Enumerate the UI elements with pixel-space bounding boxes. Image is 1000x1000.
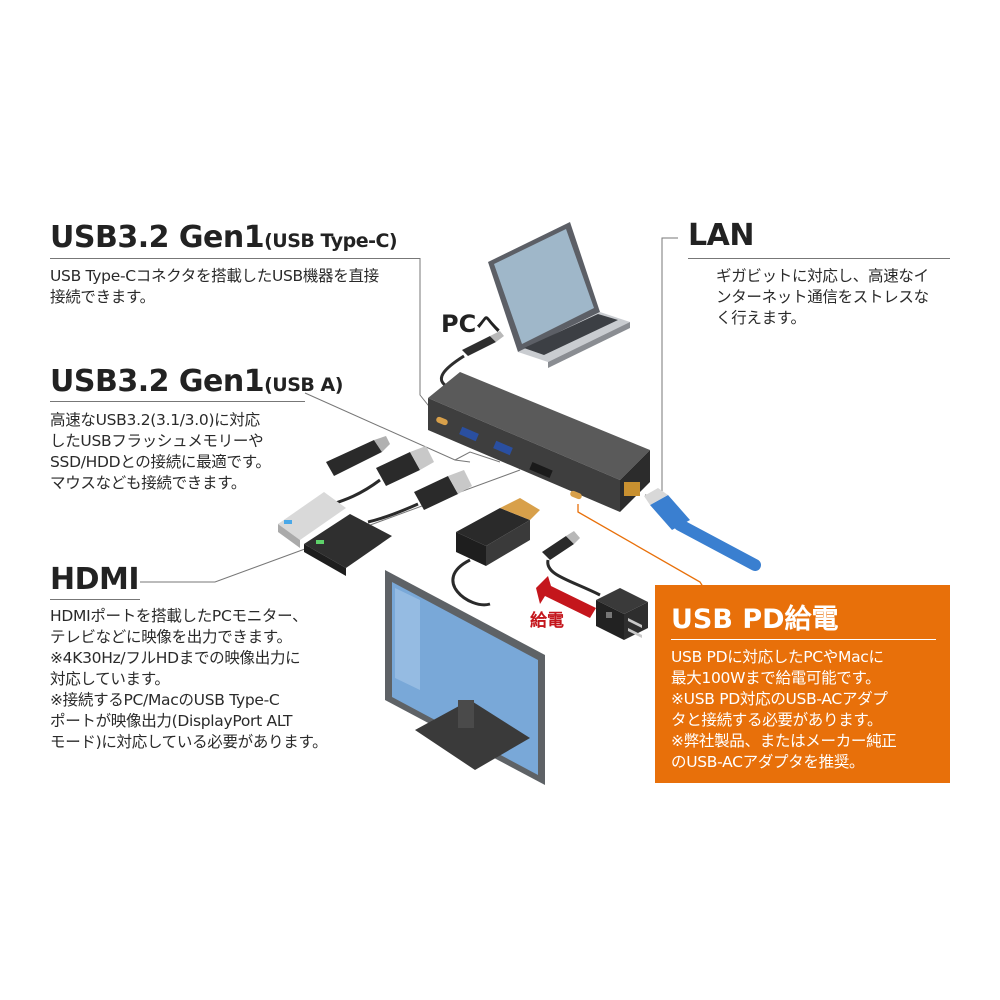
usb-pd-info-box: USB PD給電 USB PDに対応したPCやMacに 最大100Wまで給電可能… (655, 585, 950, 783)
laptop-icon (488, 222, 630, 368)
usb-c-leader-line (419, 258, 433, 411)
usb-pd-description: USB PDに対応したPCやMacに 最大100Wまで給電可能です。 ※USB … (671, 648, 897, 771)
usb-a-section-title: USB3.2 Gen1(USB A) (50, 364, 343, 399)
hdmi-description: HDMIポートを搭載したPCモニター、 テレビなどに映像を出力できます。 ※4K… (50, 607, 328, 751)
usb-a-title: USB3.2 Gen1 (50, 364, 265, 399)
hdmi-leader-line (140, 469, 521, 583)
usb-c-pd-port (570, 490, 582, 500)
usb-a-title-rule (50, 401, 305, 402)
power-feed-arrow-icon (536, 576, 596, 618)
power-feed-label: 給電 (530, 611, 564, 631)
pc-monitor-icon (385, 570, 545, 785)
usb-a-description: 高速なUSB3.2(3.1/3.0)に対応 したUSBフラッシュメモリーや SS… (50, 411, 271, 492)
lan-section-title: LAN (688, 218, 754, 253)
hdmi-plug-icon (451, 498, 540, 607)
usb-pd-title-rule (671, 639, 936, 640)
usb-flash-drive-icon (326, 436, 390, 476)
usb-c-section-title: USB3.2 Gen1(USB Type-C) (50, 220, 398, 255)
usb-c-description: USB Type-Cコネクタを搭載したUSB機器を直接 接続できます。 (50, 267, 379, 306)
hdmi-title-rule (50, 599, 140, 600)
hdmi-port (529, 462, 553, 478)
usb-c-subtitle: (USB Type-C) (264, 230, 398, 252)
portable-ssd-icon (278, 492, 346, 548)
usb-a-subtitle: (USB A) (264, 374, 343, 396)
to-pc-label: PCへ (441, 310, 501, 338)
usb-a-port (459, 426, 479, 442)
lan-description: ギガビットに対応し、高速なイ ンターネット通信をストレスな く行えます。 (716, 267, 929, 327)
usb-c-title: USB3.2 Gen1 (50, 220, 265, 255)
lan-title-rule (688, 258, 950, 259)
usb-c-port (436, 416, 448, 426)
external-hdd-icon (304, 514, 392, 576)
lan-port (624, 482, 640, 496)
hdmi-title: HDMI (50, 562, 140, 597)
usb-hub-icon (428, 372, 650, 512)
hdmi-section-title: HDMI (50, 562, 140, 597)
ac-adapter-icon (596, 588, 648, 640)
usb-pd-title: USB PD給電 (671, 604, 839, 635)
usb-a-port (493, 440, 513, 456)
usb-a-plug-icon (367, 470, 472, 524)
usb-c-title-rule (50, 258, 420, 259)
lan-cable-icon (644, 488, 761, 571)
usb-c-power-cable-icon (542, 531, 601, 597)
lan-title: LAN (688, 218, 754, 253)
